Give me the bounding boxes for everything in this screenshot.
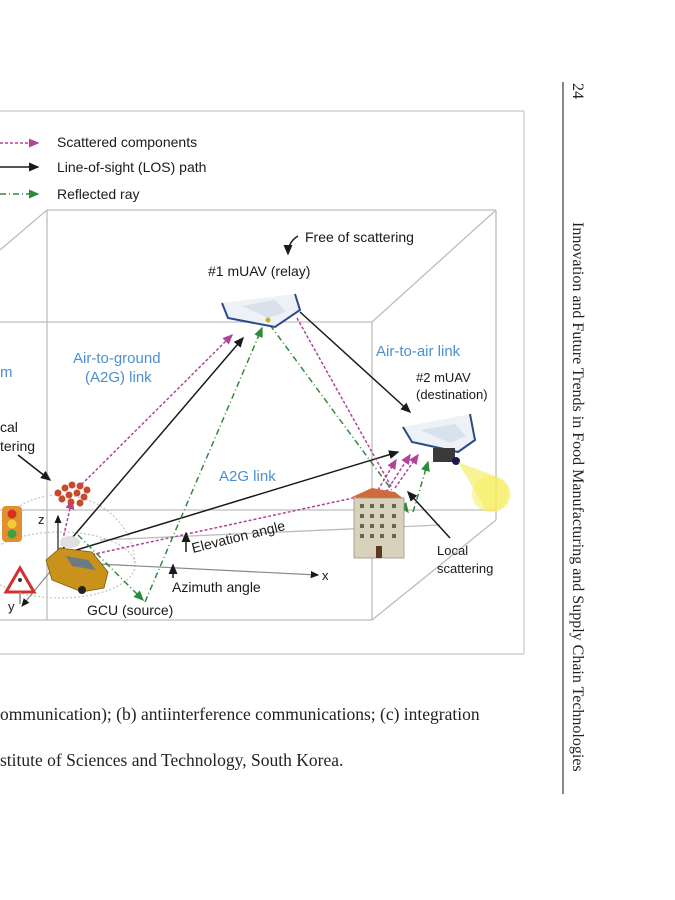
uav2-destination-icon (402, 413, 477, 465)
scatter-up-2 (385, 453, 411, 493)
scatter-uav1-down (296, 317, 393, 489)
caption-line-1: ommunication); (b) antiinterference comm… (0, 704, 480, 724)
axis-x-label: x (322, 568, 329, 583)
local-scattering-right-line1: Local (437, 543, 468, 558)
local-scattering-right-pointer (406, 490, 451, 539)
uav2-label-line1: #2 mUAV (416, 370, 471, 385)
camera-beam-glow (472, 476, 508, 512)
gcu-label: GCU (source) (87, 602, 173, 618)
page-number: 24 (569, 83, 586, 99)
gcu-vehicle-icon (45, 536, 109, 594)
scatter-gcu-to-building (57, 489, 391, 563)
reflect-gcu-down (77, 534, 145, 602)
air-to-air-label: Air-to-air link (376, 343, 461, 360)
los-uav1-to-uav2 (299, 311, 412, 414)
los-gcu-to-uav2 (59, 450, 400, 556)
local-scattering-left-pointer (17, 454, 52, 481)
running-head-title: Innovation and Future Trends in Food Man… (569, 222, 586, 772)
pedestrian-warning-sign-icon (3, 565, 37, 604)
scatterer-cluster-icon (54, 481, 91, 507)
traffic-light-icon (2, 506, 22, 542)
free-of-scattering-label: Free of scattering (305, 229, 414, 245)
uav1-label: #1 mUAV (relay) (208, 263, 310, 279)
figure-frame (0, 110, 525, 655)
air-to-ground-label-line1: Air-to-ground (73, 350, 161, 367)
scatter-up-1 (377, 458, 397, 491)
local-scattering-right-line2: scattering (437, 561, 493, 576)
reflect-ground-to-uav1 (144, 326, 263, 603)
azimuth-angle-label: Azimuth angle (172, 579, 261, 595)
axis-y-label: y (8, 599, 15, 614)
axis-z-label: z (38, 512, 45, 527)
free-of-scattering-pointer (283, 235, 299, 256)
a2g-link-label: A2G link (219, 468, 276, 485)
air-to-ground-label-line2: (A2G) link (85, 369, 152, 386)
los-gcu-to-uav1 (59, 336, 244, 553)
reflect-up-to-uav2 (412, 460, 430, 513)
legend: Scattered components Line-of-sight (LOS)… (0, 134, 206, 202)
caption-line-2: stitute of Sciences and Technology, Sout… (0, 750, 344, 770)
uav2-label-line2: (destination) (416, 387, 488, 402)
local-scattering-left-line1: cal (0, 419, 18, 435)
elevation-angle-label: Elevation angle (190, 517, 287, 556)
running-head-rule (562, 82, 564, 794)
cut-off-blue-label: m (0, 364, 13, 381)
legend-los-label: Line-of-sight (LOS) path (57, 159, 206, 175)
building-icon (352, 488, 405, 559)
legend-reflected-label: Reflected ray (57, 186, 139, 202)
scatter-cluster-to-uav1 (77, 333, 234, 489)
legend-scattered-label: Scattered components (57, 134, 197, 150)
uav1-relay-icon (221, 293, 302, 329)
local-scattering-left-line2: tering (0, 438, 35, 454)
scatter-up-3 (394, 453, 419, 489)
